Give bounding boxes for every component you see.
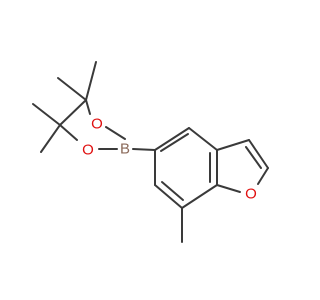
bond-c2-o-bottom — [59, 124, 78, 141]
bond-methyl-2 — [57, 77, 87, 101]
atom-labels: B O O O — [82, 116, 257, 203]
bond-furan-c5-o — [257, 167, 269, 185]
bond-furan-c4-c5 — [248, 139, 269, 169]
bond-furan-c4-c5-inner — [245, 146, 262, 169]
bond-furan-c3-c4 — [216, 139, 250, 151]
bond-ar1-ar2 — [154, 127, 190, 151]
oxygen-atom-label-bottom: O — [82, 142, 94, 159]
bond-b-o-top — [105, 126, 126, 140]
oxygen-atom-label-top: O — [91, 116, 103, 133]
molecule-structure: B O O O — [32, 61, 269, 243]
bond-ar2-ar3 — [188, 127, 218, 151]
oxygen-atom-label-furan: O — [245, 186, 257, 203]
bond-ar5-ar6-inner — [161, 181, 184, 201]
bond-ar1-ar2-inner — [160, 133, 189, 152]
bond-ar5-ar6 — [154, 184, 183, 209]
bond-b-aryl — [132, 148, 156, 151]
bond-furan-o-c7a — [216, 184, 241, 193]
bond-o-top-c1 — [85, 99, 91, 115]
bond-c1-c2 — [59, 99, 87, 126]
bonds — [32, 61, 269, 243]
bond-methyl-1 — [85, 61, 97, 101]
bond-ar4-ar5 — [181, 184, 218, 209]
bond-methyl-3 — [32, 103, 61, 126]
boron-atom-label: B — [120, 141, 130, 158]
bond-methyl-4 — [40, 124, 61, 153]
